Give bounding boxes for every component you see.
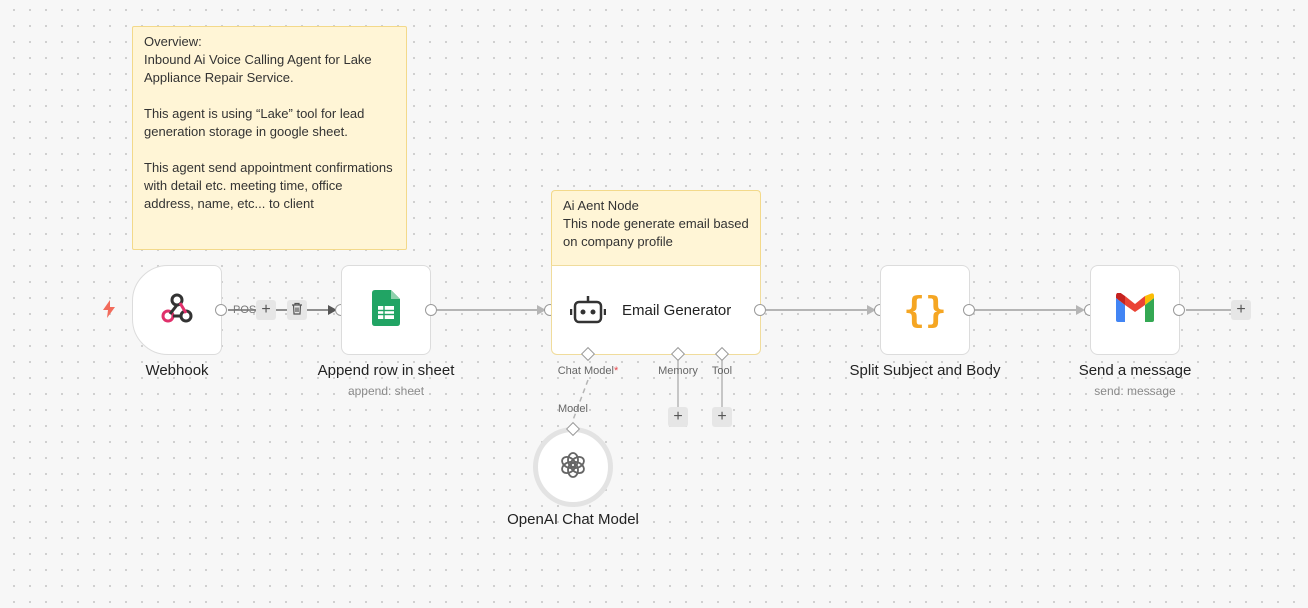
email-generator-node[interactable]: Email Generator xyxy=(551,265,761,355)
robot-icon xyxy=(570,295,606,325)
arrow-head xyxy=(537,305,546,315)
gmail-output-port[interactable] xyxy=(1173,304,1185,316)
sheet-label: Append row in sheet xyxy=(317,362,455,379)
connection-add-button[interactable]: + xyxy=(256,300,276,320)
sheet-subtitle: append: sheet xyxy=(347,384,425,398)
google-sheets-icon xyxy=(372,289,400,331)
add-next-node-button[interactable]: + xyxy=(1231,300,1251,320)
webhook-output-port[interactable] xyxy=(215,304,227,316)
webhook-node[interactable] xyxy=(132,265,222,355)
add-memory-button[interactable]: + xyxy=(668,407,688,427)
add-tool-button[interactable]: + xyxy=(712,407,732,427)
sheet-node[interactable] xyxy=(341,265,431,355)
openai-label: OpenAI Chat Model xyxy=(507,511,639,528)
webhook-icon xyxy=(160,291,194,330)
split-label: Split Subject and Body xyxy=(849,362,1001,379)
sticky-note-overview[interactable]: Overview: Inbound Ai Voice Calling Agent… xyxy=(132,26,407,250)
gmail-subtitle: send: message xyxy=(1094,384,1176,398)
arrow-head xyxy=(1076,305,1085,315)
model-connector xyxy=(572,379,589,421)
model-output-label: Model xyxy=(558,403,588,415)
agent-output-port[interactable] xyxy=(754,304,766,316)
sticky-overview-text: Overview: Inbound Ai Voice Calling Agent… xyxy=(144,34,393,211)
arrow-head xyxy=(328,305,337,315)
sticky-note-agent[interactable]: Ai Aent Node This node generate email ba… xyxy=(551,190,761,266)
gmail-label: Send a message xyxy=(1078,362,1192,379)
webhook-label: Webhook xyxy=(145,362,209,379)
webhook-method-label: POS xyxy=(233,304,257,316)
trigger-bolt-icon xyxy=(102,300,116,323)
gmail-icon xyxy=(1116,292,1154,327)
gmail-node[interactable] xyxy=(1090,265,1180,355)
sticky-agent-text: Ai Aent Node This node generate email ba… xyxy=(563,198,749,249)
memory-input-label: Memory xyxy=(658,365,698,377)
split-output-port[interactable] xyxy=(963,304,975,316)
chat-model-input-label: Chat Model* xyxy=(557,365,619,377)
connection-delete-button[interactable] xyxy=(287,300,307,320)
trash-icon xyxy=(291,302,303,319)
email-generator-label: Email Generator xyxy=(622,301,732,319)
tool-input-label: Tool xyxy=(711,365,733,377)
split-node[interactable]: {} xyxy=(880,265,970,355)
openai-icon xyxy=(558,450,588,485)
sheet-output-port[interactable] xyxy=(425,304,437,316)
arrow-head xyxy=(867,305,876,315)
openai-chat-model-node[interactable] xyxy=(533,427,613,507)
code-braces-icon: {} xyxy=(903,289,947,331)
